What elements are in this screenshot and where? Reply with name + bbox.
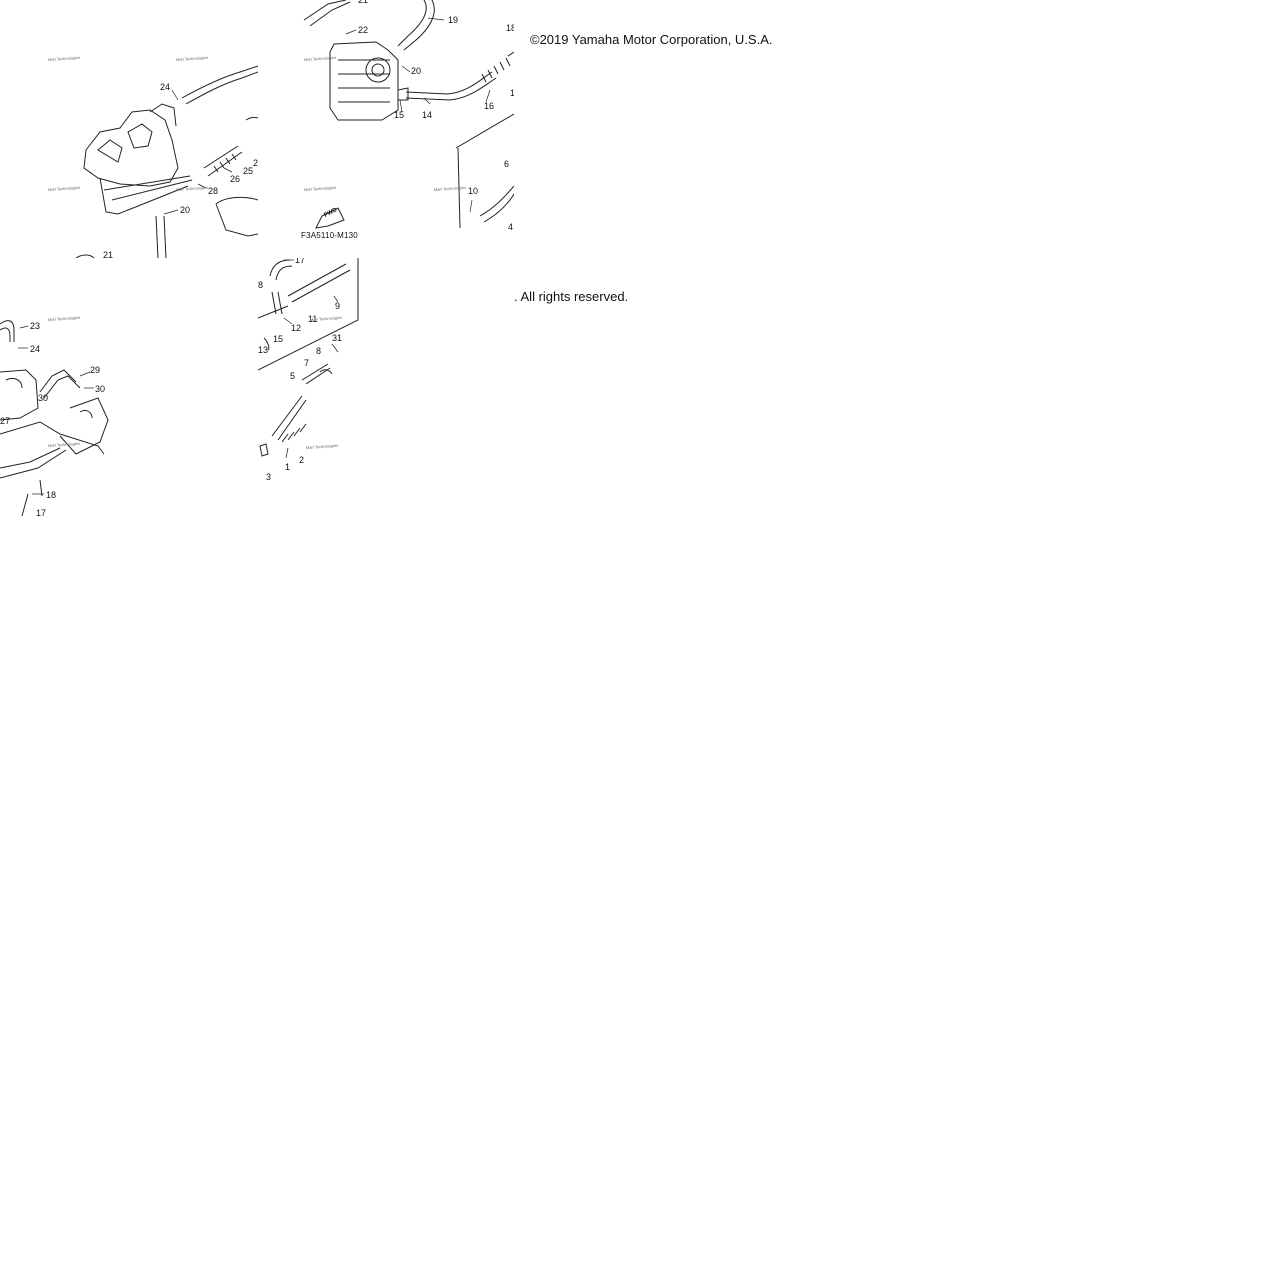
callout: 16 — [484, 101, 495, 111]
callout: 23 — [30, 321, 41, 331]
callout: 27 — [0, 416, 11, 426]
callout: 2 — [299, 455, 305, 465]
callout: 12 — [291, 323, 302, 333]
pipes-drawing — [258, 258, 359, 459]
diagram-tile-pump: 21 22 19 18 20 15 14 16 1 6 10 4 FWD F3A… — [258, 0, 514, 258]
callout: 8 — [258, 280, 264, 290]
drawing-code: F3A5110-M130 — [301, 231, 358, 240]
callout: 14 — [422, 110, 433, 120]
callout: 21 — [103, 250, 114, 258]
body-drawing — [0, 320, 109, 516]
diagram-tile-manifold: 24 20 21 26 25 2 28 Marl Technologies Ma… — [0, 0, 258, 258]
callout: 30 — [95, 384, 106, 394]
callout: 26 — [230, 174, 241, 184]
callout: 7 — [304, 358, 310, 368]
callout: 10 — [468, 186, 479, 196]
diagram-tile-pipes: 17 8 9 11 12 15 13 31 8 7 5 1 2 3 Marl T… — [258, 258, 362, 486]
callout: 28 — [208, 186, 219, 196]
callout: 17 — [36, 508, 47, 516]
callout: 18 — [506, 23, 514, 33]
callout: 6 — [504, 159, 510, 169]
callout: 20 — [411, 66, 422, 76]
callout: 21 — [358, 0, 369, 5]
callout: 30 — [38, 393, 49, 403]
callout: 20 — [180, 205, 191, 215]
rights-notice: . All rights reserved. — [514, 289, 629, 304]
pump-drawing — [303, 0, 514, 229]
callout: 31 — [332, 333, 343, 343]
callout: 15 — [273, 334, 284, 344]
callout: 1 — [510, 88, 514, 98]
callout: 29 — [90, 365, 101, 375]
manifold-drawing — [75, 65, 258, 258]
callout: 11 — [308, 314, 318, 324]
callout: 22 — [358, 25, 369, 35]
callout: 24 — [160, 82, 171, 92]
diagram-tile-body: 23 24 29 30 30 27 18 17 Marl Technologie… — [0, 258, 258, 516]
callout: 9 — [335, 301, 341, 311]
callout: 3 — [266, 472, 272, 482]
callout: 17 — [295, 258, 306, 265]
callout: 1 — [285, 462, 291, 472]
copyright-notice: ©2019 Yamaha Motor Corporation, U.S.A. — [530, 32, 773, 47]
callout: 25 — [243, 166, 254, 176]
callout: 19 — [448, 15, 459, 25]
callout: 18 — [46, 490, 57, 500]
callout: 24 — [30, 344, 41, 354]
callout: 5 — [290, 371, 296, 381]
callout: 8 — [316, 346, 322, 356]
callout: 13 — [258, 345, 269, 355]
callout: 4 — [508, 222, 514, 232]
callout: 15 — [394, 110, 405, 120]
callout: 2 — [253, 158, 258, 168]
